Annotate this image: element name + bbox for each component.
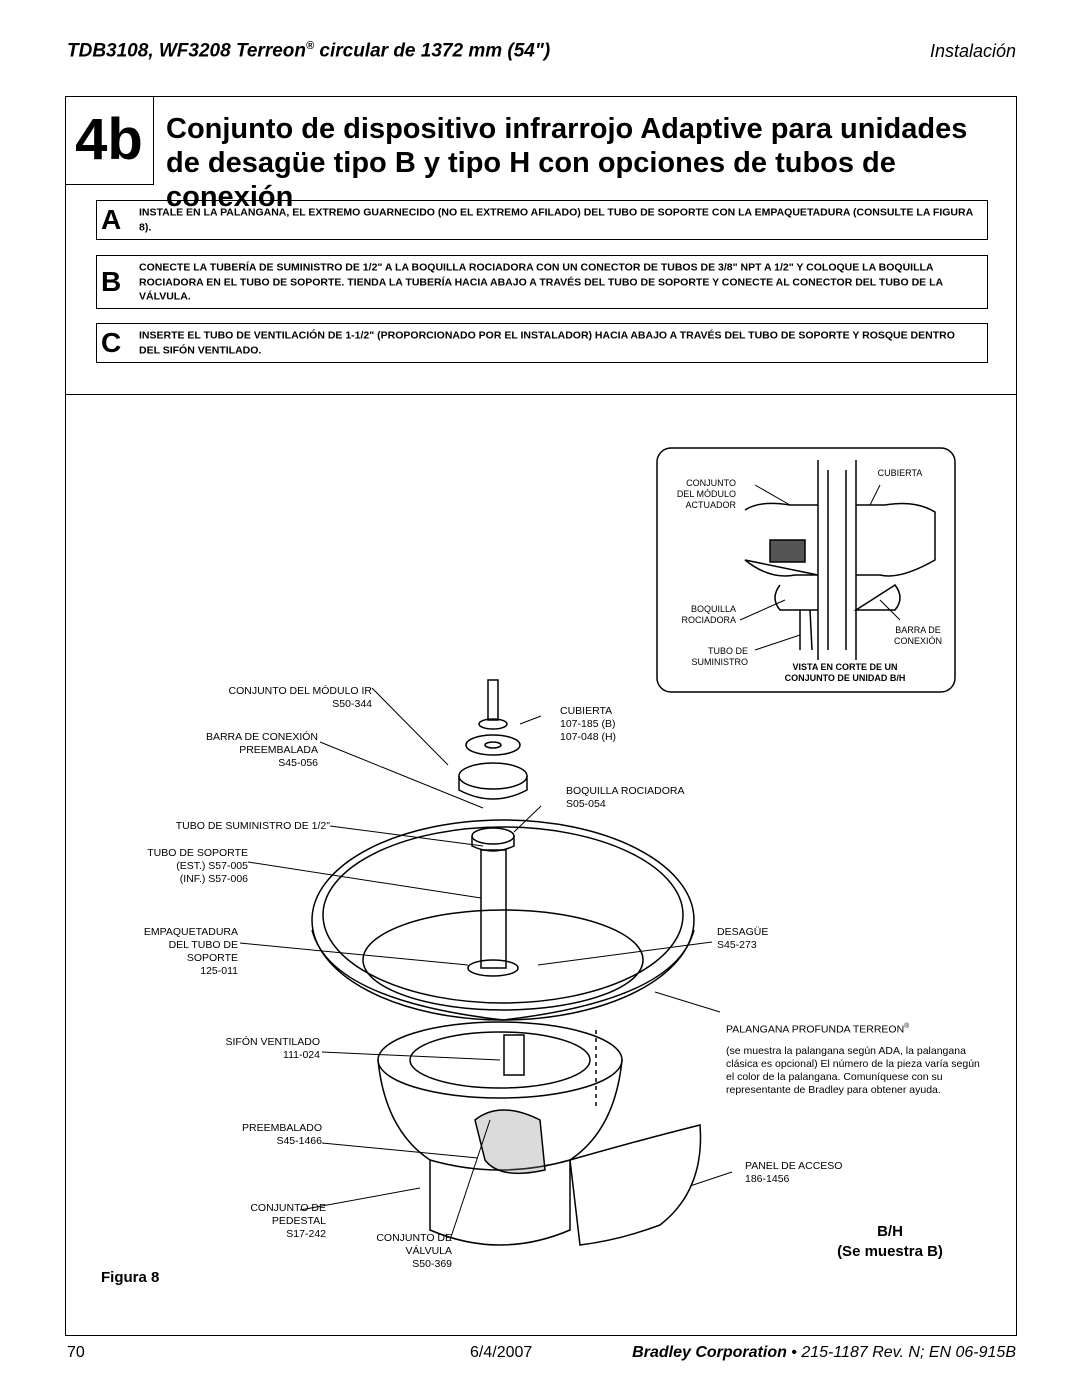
page-frame [65, 96, 1017, 1336]
inset-label-barra: BARRA DE CONEXIÓN [893, 625, 942, 646]
pedestal [377, 1059, 623, 1246]
label-desague: DESAGÜE S45-273 [717, 926, 769, 951]
instruction-c: C INSERTE EL TUBO DE VENTILACIÓN DE 1-1/… [96, 323, 988, 363]
instruction-text: INSTALE EN LA PALANGANA, EL EXTREMO GUAR… [139, 206, 973, 234]
page-number: 70 [67, 1344, 85, 1361]
basin-rim [322, 826, 684, 1004]
document-title: TDB3108, WF3208 Terreon® circular de 137… [67, 40, 550, 62]
step-number: 4b [65, 96, 154, 185]
company-name: Bradley Corporation [632, 1344, 787, 1361]
label-panel: PANEL DE ACCESO 186-1456 [745, 1160, 843, 1185]
inset-nozzle [774, 583, 901, 611]
label-preembalado: PREEMBALADO S45-1466 [242, 1122, 322, 1147]
label-palangana: PALANGANA PROFUNDA TERREON® [726, 1020, 986, 1037]
label-modulo-ir: CONJUNTO DEL MÓDULO IR S50-344 [228, 685, 372, 710]
label-valvula: CONJUNTO DE VÁLVULA S50-369 [376, 1232, 452, 1270]
support-tube [480, 849, 507, 969]
instruction-letter: C [101, 327, 122, 358]
registered-mark: ® [904, 1023, 910, 1030]
instruction-text: INSERTE EL TUBO DE VENTILACIÓN DE 1-1/2"… [139, 329, 955, 357]
instruction-letter: A [101, 204, 122, 235]
drain-ring [467, 959, 519, 977]
footer-date: 6/4/2007 [470, 1344, 533, 1361]
instruction-text: CONECTE LA TUBERÍA DE SUMINISTRO DE 1/2"… [139, 261, 943, 303]
registered-mark: ® [306, 40, 315, 52]
label-barra: BARRA DE CONEXIÓN PREEMBALADA S45-056 [205, 731, 318, 769]
inset-label-cubierta: CUBIERTA [877, 468, 923, 478]
label-tubo-suministro: TUBO DE SUMINISTRO DE 1/2" [175, 820, 330, 832]
nozzle-ring [471, 827, 515, 845]
cover-ring [465, 734, 521, 756]
inset-label-conjunto: CONJUNTO DEL MÓDULO ACTUADOR [676, 478, 736, 510]
module-top [458, 762, 528, 790]
step-title: Conjunto de dispositivo infrarrojo Adapt… [166, 113, 968, 213]
label-boquilla: BOQUILLA ROCIADORA S05-054 [566, 785, 685, 810]
label-palangana-note: (se muestra la palangana según ADA, la p… [726, 1045, 980, 1096]
label-cubierta: CUBIERTA 107-185 (B) 107-048 (H) [560, 705, 617, 743]
palangana-text: PALANGANA PROFUNDA TERREON [726, 1023, 905, 1036]
footer-doc: Bradley Corporation • 215-1187 Rev. N; E… [632, 1344, 1016, 1362]
title-text: TDB3108, WF3208 Terreon [67, 40, 306, 62]
label-sifon: SIFÓN VENTILADO 111-024 [225, 1036, 320, 1061]
shown-label: (Se muestra B) [837, 1243, 943, 1260]
title-suffix: circular de 1372 mm (54") [314, 40, 551, 62]
inset-supply-tube [799, 609, 813, 651]
instruction-b: B CONECTE LA TUBERÍA DE SUMINISTRO DE 1/… [96, 255, 988, 309]
figure-label: Figura 8 [101, 1269, 160, 1286]
inset-pipe [817, 460, 857, 660]
doc-number: • 215-1187 Rev. N; EN 06-915B [786, 1344, 1016, 1361]
instruction-a: A INSTALE EN LA PALANGANA, EL EXTREMO GU… [96, 200, 988, 240]
module-body [458, 776, 528, 800]
access-panel [569, 1124, 702, 1246]
top-pipe [487, 679, 499, 721]
label-pedestal: CONJUNTO DE PEDESTAL S17-242 [250, 1202, 326, 1240]
variant-label: B/H [877, 1223, 903, 1240]
section-name: Instalación [929, 41, 1016, 61]
label-empaquetadura: EMPAQUETADURA DEL TUBO DE SOPORTE 125-01… [143, 926, 238, 977]
inset-caption: VISTA EN CORTE DE UN CONJUNTO DE UNIDAD … [784, 662, 906, 683]
section-divider [65, 394, 1017, 395]
inset-frame [656, 447, 956, 693]
trap [503, 1034, 525, 1076]
inset-label-tubo: TUBO DE SUMINISTRO [691, 646, 748, 667]
instruction-letter: B [101, 266, 122, 297]
variant-caption: B/H (Se muestra B) [810, 1222, 970, 1262]
basin-inner [362, 909, 644, 1011]
label-tubo-soporte: TUBO DE SOPORTE (EST.) S57-005 (INF.) S5… [147, 847, 248, 885]
inset-label-boquilla: BOQUILLA ROCIADORA [681, 604, 736, 625]
